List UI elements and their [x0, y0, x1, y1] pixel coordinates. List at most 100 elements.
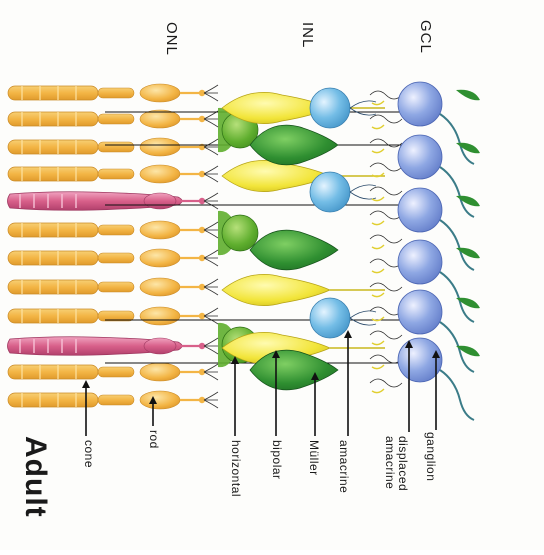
ganglion-axon: [440, 167, 474, 217]
rod-nucleus: [140, 165, 180, 183]
amacrine-soma: [310, 172, 350, 212]
opl-dendrite: [204, 250, 218, 258]
rod-inner-segment: [98, 253, 134, 263]
ganglion-axon: [440, 272, 474, 322]
cone-nucleus: [144, 193, 176, 209]
layer-label-onl: ONL: [163, 22, 180, 56]
label-horizontal: horizontal: [229, 440, 242, 497]
layer-label-gcl: GCL: [417, 20, 434, 54]
opl-dendrite: [204, 400, 218, 408]
label-muller: Müller: [307, 440, 320, 476]
ipl-dendrite: [370, 235, 402, 243]
muller-cell: [250, 125, 338, 165]
bipolar-soma: [222, 274, 330, 305]
opl-synapse: [204, 338, 218, 354]
opl-synapse: [204, 364, 218, 380]
rod-nucleus: [140, 138, 180, 156]
rod-cell: [8, 307, 205, 325]
opl-dendrite: [204, 230, 218, 238]
rod-cell: [8, 110, 205, 128]
rod-inner-segment: [98, 88, 134, 98]
rod-cell: [8, 165, 205, 183]
ipl-dendrite: [370, 355, 402, 363]
ganglion-cell: [398, 338, 480, 420]
gcl-ganglion-cells: [398, 82, 480, 420]
rod-nucleus: [140, 307, 180, 325]
amacrine-dendrite: [350, 185, 376, 199]
opl-dendrite: [204, 147, 218, 155]
rod-nucleus: [140, 84, 180, 102]
endfoot: [456, 143, 480, 154]
rod-inner-segment: [98, 142, 134, 152]
rod-inner-segment: [98, 225, 134, 235]
ipl-terminal: [372, 149, 384, 153]
opl-dendrite: [204, 364, 218, 372]
ganglion-soma: [398, 188, 442, 232]
rod-nucleus: [140, 278, 180, 296]
label-rod: rod: [147, 430, 160, 449]
ipl-terminal: [372, 389, 384, 393]
opl-synapse: [204, 250, 218, 266]
ipl-terminal: [372, 365, 384, 369]
rod-cell: [8, 138, 205, 156]
amacrine-cell: [310, 298, 376, 338]
amacrine-dendrite: [350, 311, 376, 325]
label-displaced-amacrine: displaced amacrine: [383, 436, 409, 491]
onl-photoreceptors: [8, 84, 206, 409]
ganglion-soma: [398, 290, 442, 334]
bipolar-cell: [222, 92, 385, 123]
label-bipolar: bipolar: [270, 440, 283, 480]
rod-nucleus: [140, 391, 180, 409]
ipl-terminal: [372, 245, 384, 249]
muller-cell: [250, 230, 338, 270]
opl-dendrite: [204, 93, 218, 101]
rod-inner-segment: [98, 367, 134, 377]
opl-synapse: [204, 279, 218, 295]
rod-cell: [8, 221, 205, 239]
endfoot: [456, 90, 480, 101]
label-amacrine: amacrine: [337, 440, 350, 493]
opl-synapse: [204, 308, 218, 324]
rod-cell: [8, 278, 205, 296]
opl-dendrite: [204, 392, 218, 400]
ipl-dendrite: [370, 379, 402, 387]
pointer-cone: [82, 380, 90, 436]
opl-synapse: [204, 139, 218, 155]
rod-cell: [8, 84, 205, 102]
ipl-dendrite: [370, 163, 402, 171]
ipl-terminal: [372, 341, 384, 345]
bipolar-cell: [222, 274, 385, 305]
cone-cell: [8, 337, 206, 356]
rod-cell: [8, 363, 205, 381]
rod-inner-segment: [98, 169, 134, 179]
opl-dendrite: [204, 372, 218, 380]
pointer-arrowhead: [82, 380, 90, 388]
ipl-dendrite: [370, 91, 402, 99]
opl-synapse: [204, 85, 218, 101]
opl-dendrite: [204, 139, 218, 147]
ipl-dendrite: [370, 259, 402, 267]
opl-dendrite: [204, 119, 218, 127]
opl-dendrite: [204, 193, 218, 201]
pointer-amacrine: [344, 330, 352, 436]
layer-label-inl: INL: [299, 22, 316, 48]
endfoot: [456, 248, 480, 259]
ganglion-soma: [398, 82, 442, 126]
rod-inner-segment: [98, 114, 134, 124]
muller-soma: [250, 230, 338, 270]
ipl-terminal: [372, 221, 384, 225]
cone-nucleus: [144, 338, 176, 354]
opl-synapse: [204, 392, 218, 408]
label-ganglion: ganglion: [424, 432, 437, 481]
ipl-dendrite: [370, 115, 402, 123]
ganglion-axon: [440, 114, 474, 164]
ganglion-axon: [440, 370, 474, 420]
pointer-horizontal: [231, 356, 239, 436]
ipl-dendrite: [370, 307, 402, 315]
label-cone: cone: [82, 440, 95, 468]
opl-dendrite: [204, 258, 218, 266]
rod-inner-segment: [98, 311, 134, 321]
horizontal-soma: [222, 215, 258, 251]
amacrine-cell: [310, 172, 376, 212]
